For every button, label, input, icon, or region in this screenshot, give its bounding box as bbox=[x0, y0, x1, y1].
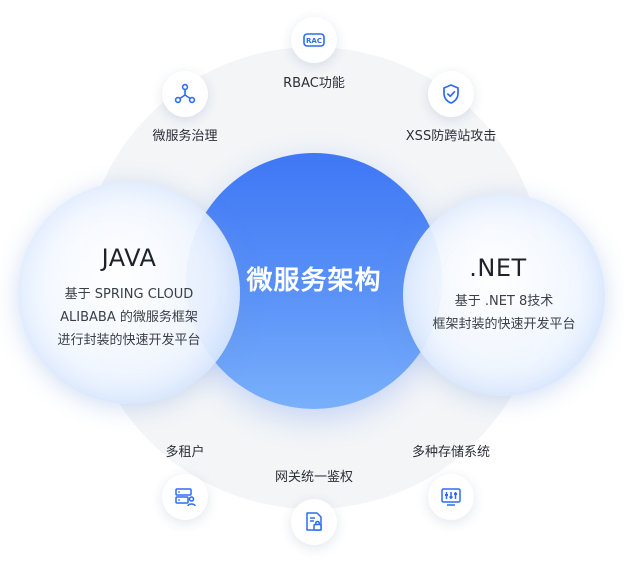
dotnet-desc-line: 框架封装的快速开发平台 bbox=[432, 317, 576, 332]
xss-label: XSS防跨站攻击 bbox=[405, 129, 497, 144]
storage-node bbox=[428, 474, 474, 520]
dotnet-bubble bbox=[403, 194, 605, 396]
storage-label: 多种存储系统 bbox=[411, 445, 490, 460]
rbac-badge-icon: RAC bbox=[303, 33, 325, 47]
document-lock-icon bbox=[306, 512, 322, 531]
rbac-icon-text: RAC bbox=[306, 37, 322, 45]
dotnet-title: .NET bbox=[469, 254, 527, 282]
tenant-node bbox=[162, 474, 208, 520]
rbac-node: RAC bbox=[291, 17, 337, 63]
gateway-node bbox=[291, 499, 337, 545]
java-title: JAVA bbox=[101, 244, 157, 272]
micro-node bbox=[162, 71, 208, 117]
center-title: 微服务架构 bbox=[246, 266, 382, 296]
gateway-label: 网关统一鉴权 bbox=[274, 470, 353, 485]
java-bubble bbox=[18, 182, 240, 404]
tenant-label: 多租户 bbox=[165, 445, 205, 460]
rbac-label: RBAC功能 bbox=[283, 76, 345, 91]
dotnet-description: 基于 .NET 8技术 框架封装的快速开发平台 bbox=[403, 290, 605, 336]
java-description: 基于 SPRING CLOUD ALIBABA 的微服务框架 进行封装的快速开发… bbox=[18, 283, 240, 352]
java-desc-line: 进行封装的快速开发平台 bbox=[57, 333, 201, 348]
shield-check-icon bbox=[443, 84, 459, 104]
dotnet-desc-line: 基于 .NET 8技术 bbox=[454, 294, 554, 309]
server-user-icon bbox=[175, 488, 196, 507]
network-nodes-icon bbox=[174, 83, 196, 104]
storage-monitor-icon bbox=[441, 488, 461, 506]
java-desc-line: 基于 SPRING CLOUD bbox=[64, 287, 194, 302]
micro-label: 微服务治理 bbox=[152, 129, 218, 144]
java-desc-line: ALIBABA 的微服务框架 bbox=[60, 310, 198, 325]
xss-node bbox=[428, 71, 474, 117]
